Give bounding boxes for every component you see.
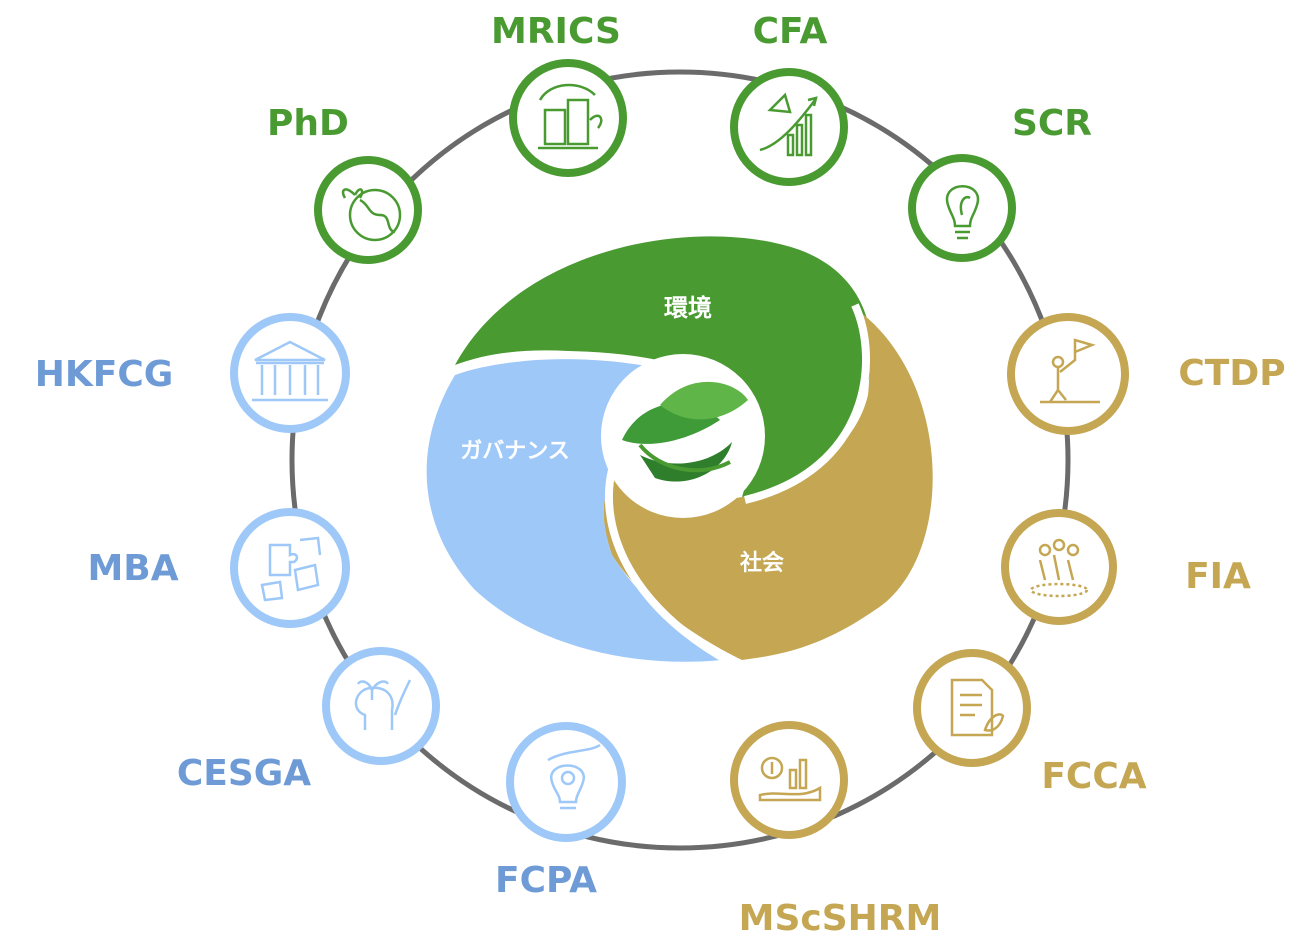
credential-node-cfa[interactable]: CFA [730,11,848,186]
social-label: 社会 [740,550,784,576]
credential-node-ctdp[interactable]: CTDP [1007,313,1286,435]
team-circle-icon [1029,538,1089,598]
credential-node-fcca[interactable]: FCCA [913,649,1147,797]
credential-node-fia[interactable]: FIA [1001,509,1251,625]
node-label: FCPA [495,860,597,901]
node-label: CESGA [177,753,311,794]
node-label: FIA [1185,556,1251,597]
node-label: PhD [267,103,349,144]
credential-node-fcpa[interactable]: FCPA [495,722,626,901]
person-flag-summit-icon [1040,338,1100,404]
institution-building-icon [252,340,328,402]
node-label: CTDP [1178,353,1285,394]
governance-label: ガバナンス [460,439,570,464]
node-circle [1001,509,1117,625]
node-label: HKFCG [35,354,174,395]
node-label: MScSHRM [739,898,942,936]
node-label: SCR [1012,103,1092,144]
leaf-hand-icon [622,381,748,482]
head-sprout-icon [354,679,412,730]
node-circle [322,647,440,765]
node-label: FCCA [1041,756,1146,797]
sustainable-building-icon [538,83,603,150]
credential-node-scr[interactable]: SCR [908,103,1092,262]
esg-swirl: 環境 ガバナンス 社会 [426,236,933,666]
separator-line [604,469,732,666]
node-label: CFA [753,11,828,52]
node-circle [913,649,1031,767]
connector-ring [289,69,1071,851]
separator-line [744,303,871,504]
credential-node-mscshrm[interactable]: MScSHRM [730,721,942,936]
globe-plant-icon [341,188,402,242]
social-segment [603,308,933,660]
environment-segment [455,236,872,497]
node-circle [506,722,626,842]
document-leaf-icon [950,678,1005,737]
lightbulb-leaf-icon [945,185,980,240]
node-label: MBA [87,548,178,589]
node-circle [730,68,848,186]
node-circle [1007,313,1129,435]
credential-node-hkfcg[interactable]: HKFCG [35,313,350,433]
node-label: MRICS [491,11,621,52]
hand-money-growth-icon [758,756,822,802]
credential-node-phd[interactable]: PhD [267,103,422,264]
credential-node-cesga[interactable]: CESGA [177,647,440,794]
governance-segment [426,358,722,662]
node-circle [314,156,422,264]
environment-label: 環境 [664,294,712,322]
credential-node-mba[interactable]: MBA [87,508,350,628]
rocket-growth-chart-icon [759,92,818,157]
puzzle-pieces-icon [260,536,322,602]
credential-node-mrics[interactable]: MRICS [491,11,627,177]
lightbulb-gear-icon [547,743,601,810]
